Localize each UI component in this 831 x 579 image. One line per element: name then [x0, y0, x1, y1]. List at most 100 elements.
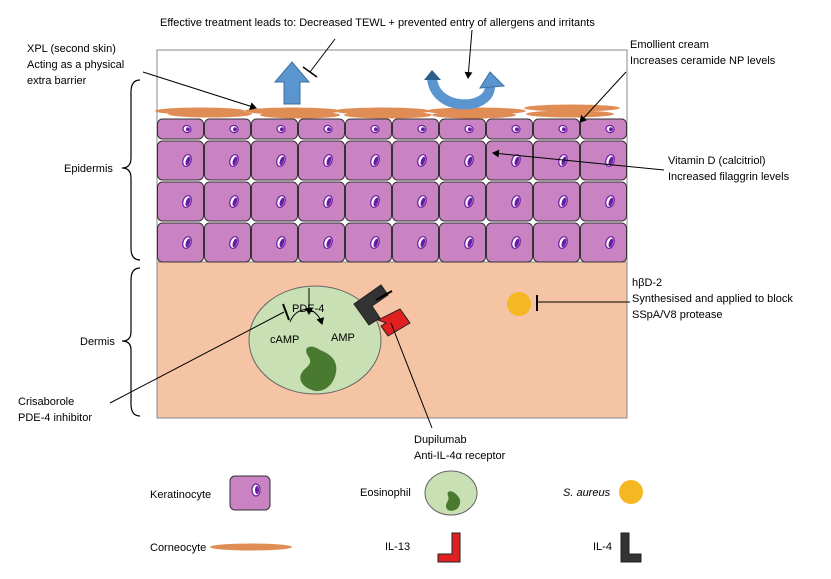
dupilumab-label-1: Dupilumab [414, 434, 467, 446]
keratinocyte-cell [533, 140, 580, 181]
keratinocyte-nucleus-core [561, 238, 567, 248]
legend-eosinophil-nucleus [446, 491, 461, 511]
keratinocyte-cell [392, 140, 439, 181]
keratinocyte-cell [486, 222, 533, 263]
keratinocyte-cell [298, 140, 345, 181]
emollient-label-2: Increases ceramide NP levels [630, 55, 776, 67]
xpl-leader [142, 71, 257, 110]
keratinocyte-cell [533, 118, 580, 140]
keratinocyte-cell [486, 181, 533, 222]
keratinocyte-nucleus-core [373, 127, 378, 132]
xpl-label-2: Acting as a physical [27, 59, 124, 71]
keratinocyte-nucleus-core [279, 127, 284, 132]
corneocyte [344, 111, 432, 119]
legend-il13-label: IL-13 [385, 541, 410, 553]
keratinocyte-nucleus-core [420, 197, 426, 207]
keratinocyte-nucleus-core [608, 156, 614, 166]
keratinocyte-nucleus-core [514, 197, 520, 207]
keratinocyte-nucleus-core [185, 197, 191, 207]
corneocyte [260, 111, 340, 119]
keratinocyte-nucleus-core [608, 238, 614, 248]
keratinocyte-nucleus-core [279, 197, 285, 207]
keratinocyte-nucleus-core [185, 238, 191, 248]
keratinocyte-cell [204, 222, 251, 263]
xpl-label-1: XPL (second skin) [27, 43, 116, 55]
corneocyte-layer [155, 104, 620, 119]
keratinocyte-nucleus-core [279, 156, 285, 166]
keratinocyte-cell [251, 181, 298, 222]
keratinocyte-nucleus-core [232, 197, 238, 207]
deflect-arrow [424, 70, 506, 110]
emollient-label-1: Emollient cream [630, 39, 709, 51]
legend-il4-label: IL-4 [593, 541, 612, 553]
keratinocyte-nucleus-core [514, 238, 520, 248]
keratinocyte-nucleus-core [373, 238, 379, 248]
keratinocyte-nucleus-core [185, 156, 191, 166]
amp-label: AMP [331, 332, 355, 344]
keratinocyte-cell [298, 118, 345, 140]
legend-il4-swatch [620, 532, 642, 563]
legend-corneocyte-swatch [210, 543, 292, 551]
keratinocyte-cell [580, 118, 627, 140]
keratinocyte-nucleus-core [514, 156, 520, 166]
dupilumab-label-2: Anti-IL-4α receptor [414, 450, 506, 462]
keratinocyte-nucleus-core [373, 156, 379, 166]
keratinocyte-cell [204, 181, 251, 222]
keratinocyte-nucleus-core [467, 156, 473, 166]
legend-il13-swatch [437, 532, 461, 563]
keratinocyte-cell [251, 222, 298, 263]
vitamin-d-leader [492, 149, 665, 171]
camp-label: cAMP [270, 334, 299, 346]
keratinocyte-nucleus-core [561, 127, 566, 132]
keratinocyte-cell [392, 118, 439, 140]
legend-eosinophil-label: Eosinophil [360, 487, 411, 499]
keratinocyte-nucleus-core [467, 238, 473, 248]
keratinocyte-cell [486, 140, 533, 181]
hbd2-label-3: SSpA/V8 protease [632, 309, 723, 321]
keratinocyte-nucleus-core [373, 197, 379, 207]
dermis-layer [156, 261, 628, 419]
pde4-label: PDE-4 [292, 303, 324, 315]
keratinocyte-cell [345, 181, 392, 222]
dermis-brace [121, 267, 141, 417]
keratinocyte-nucleus-core [420, 238, 426, 248]
legend-keratinocyte-swatch [229, 475, 271, 511]
keratinocyte-nucleus-core [326, 156, 332, 166]
legend: Keratinocyte Eosinophil S. aureus Corneo… [150, 470, 643, 563]
dermis-label: Dermis [80, 336, 115, 348]
corneocyte [526, 110, 614, 118]
legend-keratinocyte-nucleus-core [255, 486, 259, 494]
vitamin-d-label-2: Increased filaggrin levels [668, 171, 790, 183]
tewl-block-bar [302, 66, 318, 78]
keratinocyte-cell [580, 181, 627, 222]
keratinocyte-cell [251, 118, 298, 140]
top-outcome-label: Effective treatment leads to: Decreased … [160, 17, 595, 29]
legend-keratinocyte-label: Keratinocyte [150, 489, 211, 501]
keratinocyte-nucleus-core [232, 156, 238, 166]
legend-s-aureus-swatch [619, 480, 643, 504]
crisaborole-label-1: Crisaborole [18, 396, 74, 408]
keratinocyte-cell [298, 181, 345, 222]
keratinocyte-nucleus-core [561, 197, 567, 207]
tewl-block-line [309, 38, 336, 73]
corneocyte [524, 104, 620, 112]
keratinocyte-cell [345, 118, 392, 140]
keratinocyte-nucleus-core [420, 127, 425, 132]
keratinocyte-cell [486, 118, 533, 140]
keratinocyte-nucleus-core [467, 197, 473, 207]
keratinocyte-cell [157, 140, 204, 181]
il13-receptor [376, 308, 411, 337]
corneocyte [432, 111, 516, 119]
keratinocyte-cell [439, 222, 486, 263]
s-aureus-bacterium [507, 292, 531, 316]
keratinocyte-nucleus-core [561, 156, 567, 166]
hbd2-label-1: hβD-2 [632, 277, 662, 289]
keratinocyte-cell [157, 181, 204, 222]
keratinocyte-nucleus-core [608, 197, 614, 207]
keratinocyte-nucleus-core [232, 127, 237, 132]
xpl-label-3: extra barrier [27, 75, 87, 87]
epidermis-cells [157, 118, 627, 263]
keratinocyte-nucleus-core [326, 127, 331, 132]
keratinocyte-cell [533, 181, 580, 222]
